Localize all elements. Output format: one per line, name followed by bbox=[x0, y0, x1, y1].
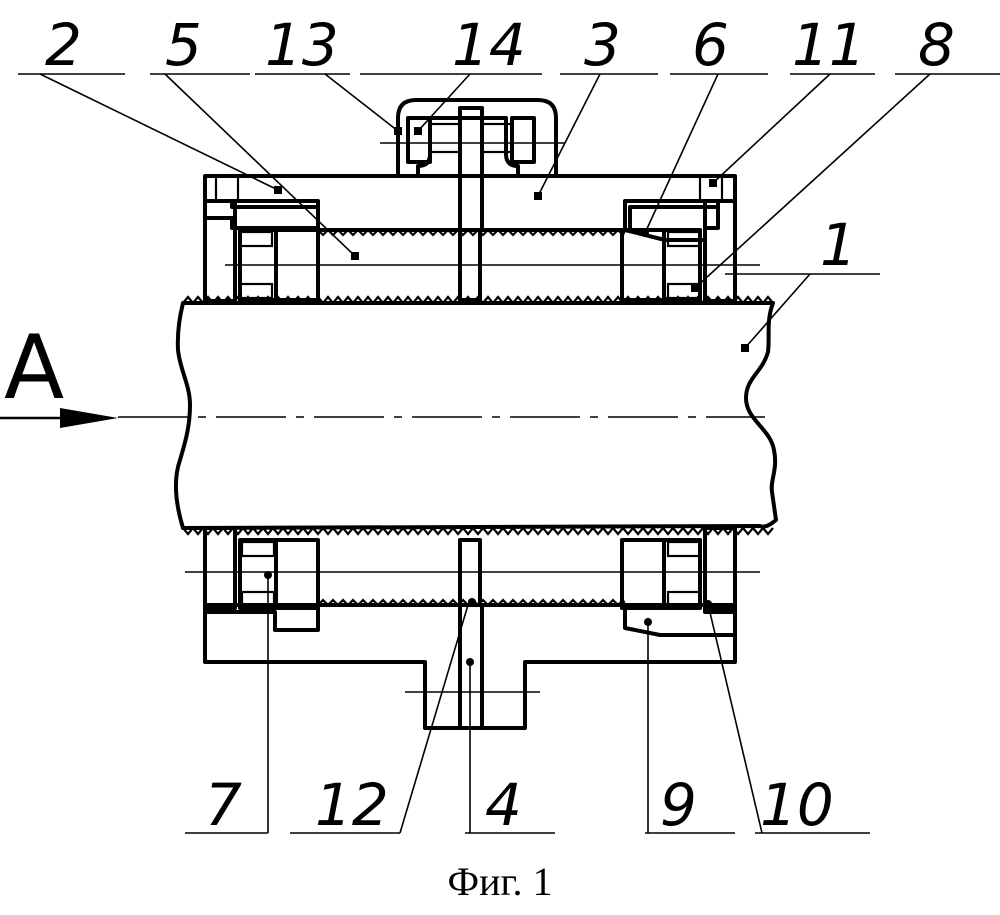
callout-9: 9 bbox=[660, 771, 697, 839]
lower-housing bbox=[185, 528, 760, 728]
shaft-part-1 bbox=[118, 303, 776, 528]
leader-lines bbox=[18, 74, 1000, 833]
callout-13: 13 bbox=[265, 11, 339, 79]
upper-housing bbox=[205, 100, 760, 301]
callout-10: 10 bbox=[760, 771, 834, 839]
view-label-a: A bbox=[4, 316, 64, 419]
callout-6: 6 bbox=[692, 11, 729, 79]
callout-14: 14 bbox=[452, 11, 526, 79]
callout-2: 2 bbox=[45, 11, 82, 79]
callout-11: 11 bbox=[792, 11, 866, 79]
callout-5: 5 bbox=[165, 11, 202, 79]
callout-4: 4 bbox=[485, 771, 522, 839]
callout-8: 8 bbox=[918, 11, 955, 79]
callout-1: 1 bbox=[820, 211, 857, 279]
callout-12: 12 bbox=[315, 771, 389, 839]
figure-caption: Фиг. 1 bbox=[448, 859, 553, 904]
callout-7: 7 bbox=[205, 771, 242, 839]
callout-3: 3 bbox=[584, 11, 621, 79]
